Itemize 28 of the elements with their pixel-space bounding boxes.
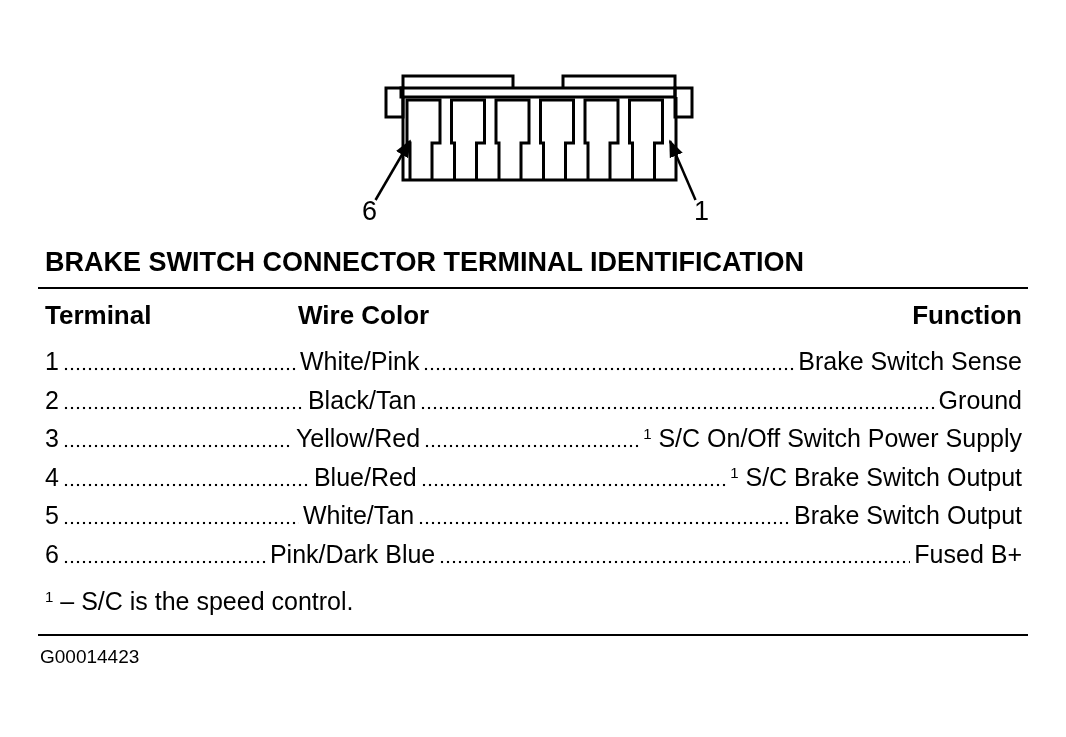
figure-id: G00014423 [40, 646, 140, 668]
leader-arrow [668, 139, 697, 201]
footnote: $^{1}$ – S/C is the speed control. [45, 587, 354, 616]
table-cell: White/Tan [302, 501, 415, 531]
terminal-number: 6 [362, 196, 378, 227]
leader-arrow [374, 139, 412, 201]
table-cell: Blue/Red [313, 462, 417, 492]
table-cell: Ground [938, 385, 1022, 415]
table-cell: Fused B+ [914, 540, 1022, 569]
table-cell: Brake Switch Sense [798, 347, 1022, 376]
column-header: Terminal [45, 300, 152, 331]
table-cell: Yellow/Red [295, 424, 421, 454]
table-cell: 3 [45, 424, 59, 454]
table-cell: Black/Tan [307, 385, 417, 415]
table-cell: 2 [45, 385, 59, 415]
table-cell: 5 [45, 501, 59, 531]
table-cell: Pink/Dark Blue [269, 540, 436, 569]
table-cell: 6 [45, 540, 59, 569]
table-cell: 1 [45, 347, 59, 376]
table-cell: $^{1}$ S/C On/Off Switch Power Supply [643, 424, 1022, 454]
table-cell: $^{1}$ S/C Brake Switch Output [730, 462, 1022, 492]
column-header: Wire Color [298, 300, 430, 331]
table-cell: White/Pink [299, 347, 420, 376]
terminal-number: 1 [694, 196, 710, 227]
table-cell: 4 [45, 462, 59, 492]
table-title: BRAKE SWITCH CONNECTOR TERMINAL IDENTIFICATION [45, 247, 804, 278]
table-cell: Brake Switch Output [794, 501, 1022, 531]
column-header: Function [912, 300, 1022, 331]
